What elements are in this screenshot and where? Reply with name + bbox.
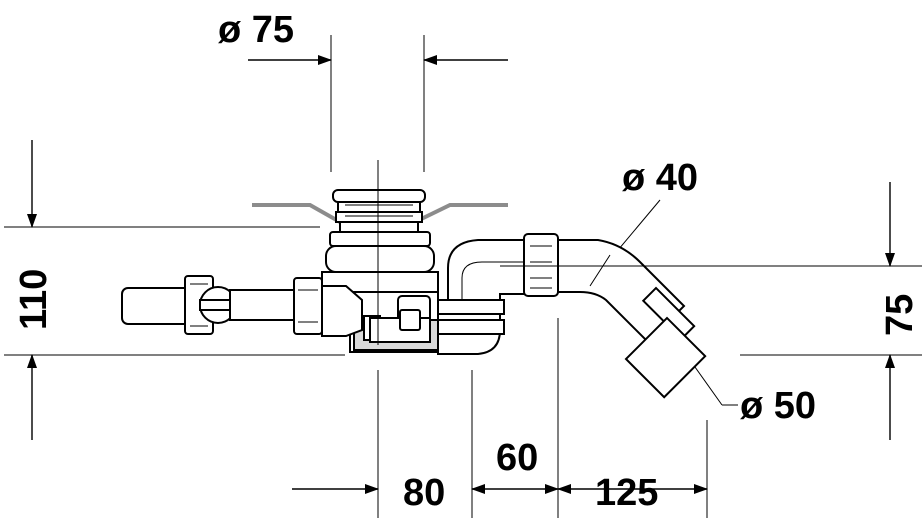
drain-head	[321, 189, 439, 293]
outlet-pipe	[557, 239, 707, 399]
label-dist-80: 80	[403, 472, 445, 514]
label-outlet-height: 75	[879, 294, 921, 336]
label-dist-60: 60	[496, 437, 538, 479]
siphon-trap	[437, 239, 529, 355]
label-drain-diameter: ø 75	[218, 9, 294, 51]
label-outlet-40: ø 40	[622, 157, 698, 199]
dim-drain-diameter: ø 75	[218, 9, 508, 172]
label-total-height: 110	[13, 269, 55, 330]
dim-outlet-height: 75	[675, 182, 922, 440]
outlet-nut	[523, 233, 559, 297]
overflow-connector	[121, 275, 363, 337]
label-outlet-50: ø 50	[740, 385, 816, 427]
label-dist-125: 125	[595, 472, 658, 514]
dim-outlet-diameters: ø 40 ø 50	[607, 157, 816, 427]
dim-bottom-distances: 80 60 125	[292, 318, 708, 518]
dim-total-height: 110	[4, 140, 345, 440]
